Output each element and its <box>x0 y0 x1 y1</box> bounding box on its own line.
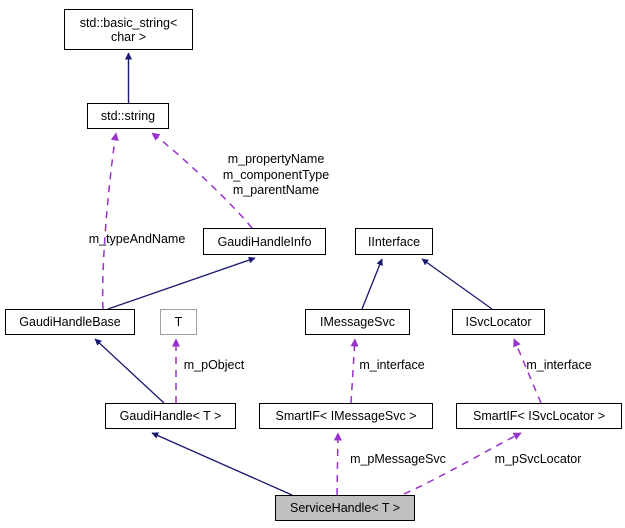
class-node-std-basic-string[interactable]: std::basic_string< char > <box>64 9 193 50</box>
class-node-gaudihandle-t[interactable]: GaudiHandle< T > <box>105 403 236 429</box>
edge-smartif-isvclocator-to-isvclocator-interface <box>513 338 542 404</box>
edge-label-m-pobject: m_pObject <box>183 358 245 372</box>
class-node-iinterface[interactable]: IInterface <box>355 228 433 255</box>
class-node-gaudihandleinfo[interactable]: GaudiHandleInfo <box>203 228 326 255</box>
class-node-smartif-imessagesvc[interactable]: SmartIF< IMessageSvc > <box>259 403 433 429</box>
class-node-gaudihandlebase[interactable]: GaudiHandleBase <box>5 309 135 335</box>
edge-isvclocator-to-iinterface <box>421 258 493 310</box>
edge-label-property-names: m_propertyName m_componentType m_parentN… <box>222 152 330 197</box>
class-node-std-string[interactable]: std::string <box>87 103 169 129</box>
edge-servicehandle-to-smartif-isvclocator <box>403 432 522 495</box>
edge-gaudihandlebase-to-gaudihandleinfo <box>107 256 256 310</box>
edge-label-m-pmessagesvc: m_pMessageSvc <box>350 452 446 466</box>
edge-gaudihandle-to-gaudihandlebase <box>94 338 165 404</box>
edge-label-m-typeandname: m_typeAndName <box>88 232 186 246</box>
class-node-template-param-t[interactable]: T <box>160 309 197 335</box>
edge-smartif-imessagesvc-to-imessagesvc-interface <box>350 338 359 404</box>
edge-gaudihandlebase-to-string-typeandname <box>101 132 119 310</box>
edge-servicehandle-to-gaudihandle <box>151 432 293 496</box>
class-node-smartif-isvclocator[interactable]: SmartIF< ISvcLocator > <box>456 403 622 429</box>
edge-imessagesvc-to-iinterface <box>361 258 383 310</box>
edge-servicehandle-to-smartif-imessagesvc <box>333 432 342 496</box>
edge-label-m-psvclocator: m_pSvcLocator <box>494 452 582 466</box>
inheritance-edges <box>94 52 493 496</box>
class-node-isvclocator[interactable]: ISvcLocator <box>452 309 545 335</box>
class-node-imessagesvc[interactable]: IMessageSvc <box>305 309 410 335</box>
edge-label-m-interface-messagesvc: m_interface <box>359 358 425 372</box>
class-node-servicehandle-t[interactable]: ServiceHandle< T > <box>275 495 415 521</box>
edge-label-m-interface-svclocator: m_interface <box>526 358 592 372</box>
usage-edges <box>101 132 542 496</box>
edge-gaudihandleinfo-to-string-properties <box>151 132 253 229</box>
